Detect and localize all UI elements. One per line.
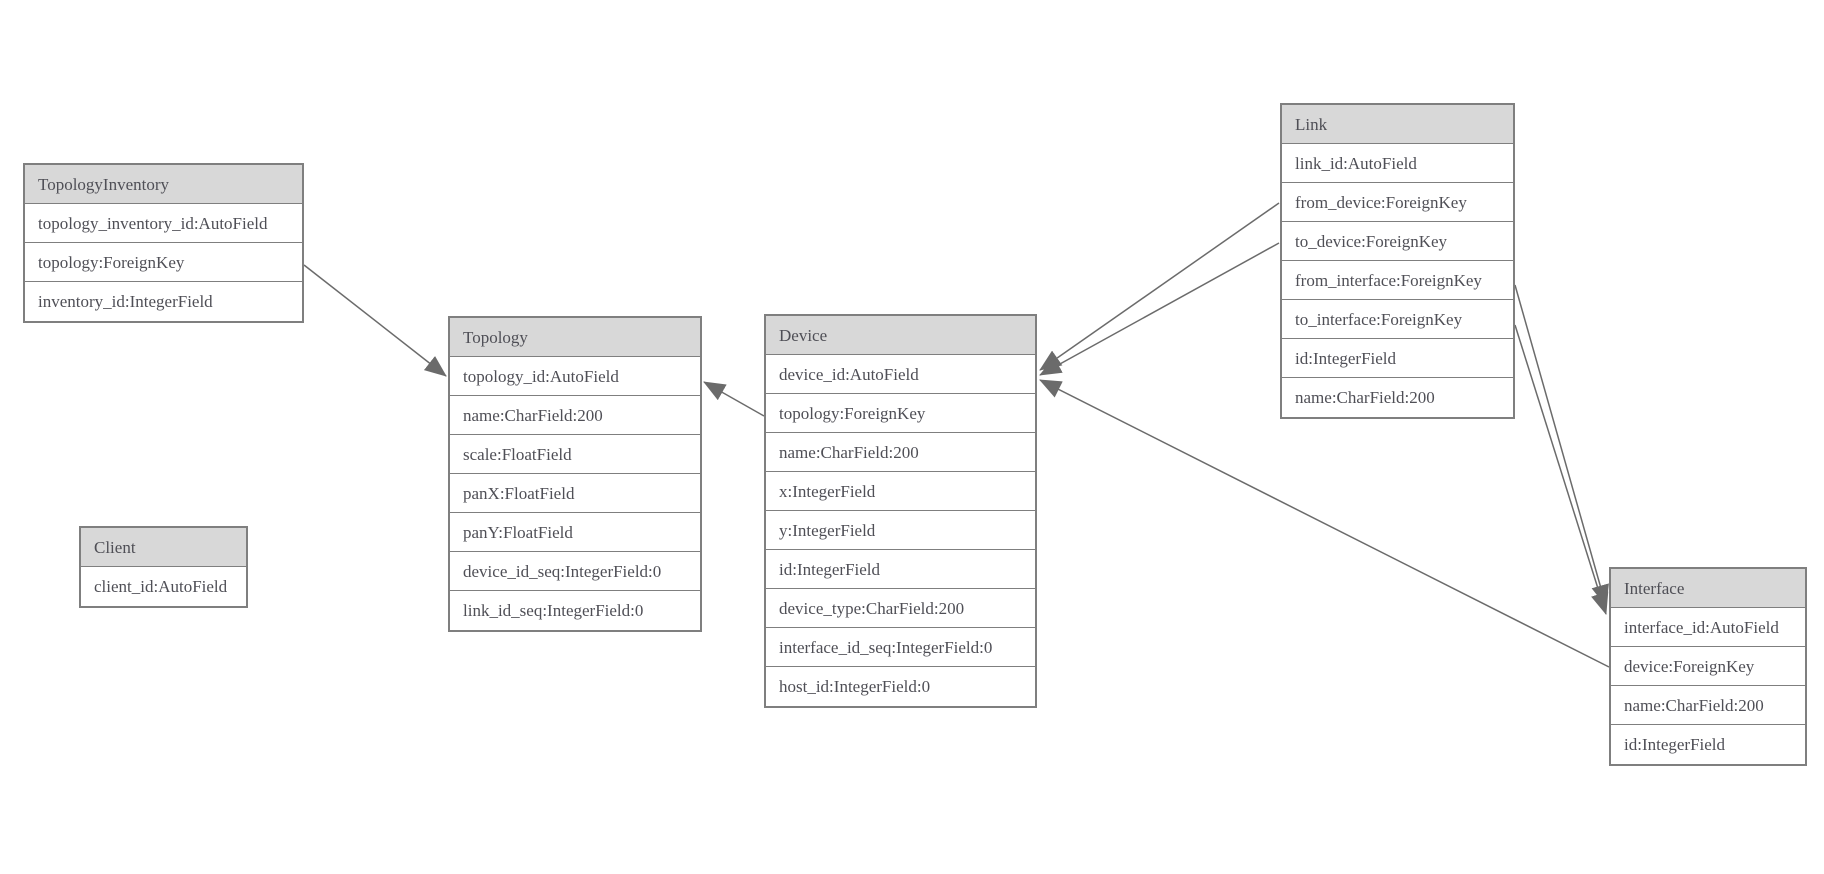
edge-link-todevice-device <box>1039 242 1280 376</box>
entity-field-row: id:IntegerField <box>1282 339 1513 378</box>
entity-field-row: topology:ForeignKey <box>25 243 302 282</box>
entity-field-row: interface_id_seq:IntegerField:0 <box>766 628 1035 667</box>
entity-client: Client client_id:AutoField <box>79 526 248 608</box>
entity-client-title: Client <box>81 528 246 567</box>
entity-field-row: device_id_seq:IntegerField:0 <box>450 552 700 591</box>
entity-field-row: link_id_seq:IntegerField:0 <box>450 591 700 630</box>
entity-field-row: to_device:ForeignKey <box>1282 222 1513 261</box>
entity-field-row: id:IntegerField <box>766 550 1035 589</box>
entity-field-row: panY:FloatField <box>450 513 700 552</box>
entity-field-row: topology_inventory_id:AutoField <box>25 204 302 243</box>
edge-link-tointerface-interface <box>1514 324 1609 615</box>
entity-field-row: interface_id:AutoField <box>1611 608 1805 647</box>
entity-field-row: scale:FloatField <box>450 435 700 474</box>
entity-topology-title: Topology <box>450 318 700 357</box>
entity-field-row: x:IntegerField <box>766 472 1035 511</box>
entity-field-row: inventory_id:IntegerField <box>25 282 302 321</box>
edge-interface-device <box>1039 379 1610 668</box>
entity-device-title: Device <box>766 316 1035 355</box>
entity-field-row: name:CharField:200 <box>1611 686 1805 725</box>
entity-topology-inventory-title: TopologyInventory <box>25 165 302 204</box>
entity-topology-inventory: TopologyInventory topology_inventory_id:… <box>23 163 304 323</box>
entity-field-row: topology_id:AutoField <box>450 357 700 396</box>
entity-field-row: name:CharField:200 <box>450 396 700 435</box>
edge-link-fromdevice-device <box>1039 202 1280 371</box>
entity-field-row: id:IntegerField <box>1611 725 1805 764</box>
entity-field-row: to_interface:ForeignKey <box>1282 300 1513 339</box>
edge-topologyinventory-topology <box>303 264 447 377</box>
entity-field-row: device_id:AutoField <box>766 355 1035 394</box>
entity-field-row: from_device:ForeignKey <box>1282 183 1513 222</box>
entity-field-row: from_interface:ForeignKey <box>1282 261 1513 300</box>
edge-link-frominterface-interface <box>1514 284 1609 607</box>
entity-field-row: device_type:CharField:200 <box>766 589 1035 628</box>
entity-field-row: y:IntegerField <box>766 511 1035 550</box>
entity-client-fields: client_id:AutoField <box>81 567 246 606</box>
entity-field-row: device:ForeignKey <box>1611 647 1805 686</box>
entity-field-row: panX:FloatField <box>450 474 700 513</box>
entity-field-row: client_id:AutoField <box>81 567 246 606</box>
entity-field-row: name:CharField:200 <box>1282 378 1513 417</box>
entity-field-row: host_id:IntegerField:0 <box>766 667 1035 706</box>
entity-link-title: Link <box>1282 105 1513 144</box>
entity-field-row: topology:ForeignKey <box>766 394 1035 433</box>
entity-field-row: name:CharField:200 <box>766 433 1035 472</box>
entity-field-row: link_id:AutoField <box>1282 144 1513 183</box>
edge-device-topology <box>703 381 765 417</box>
entity-interface-title: Interface <box>1611 569 1805 608</box>
